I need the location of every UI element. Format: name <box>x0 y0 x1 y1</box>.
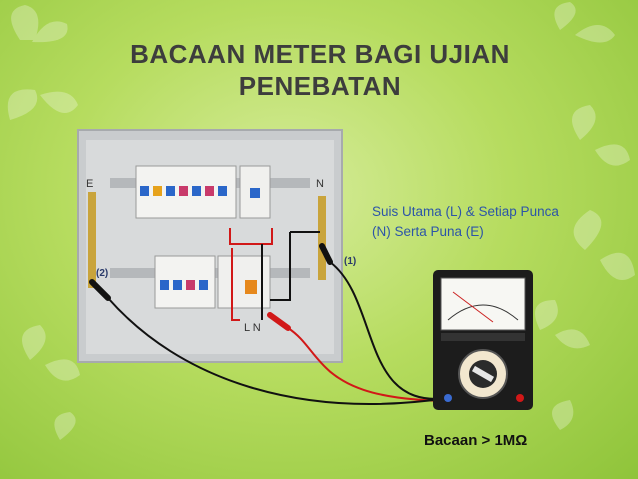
top-breaker-row <box>135 165 271 219</box>
note-line-2: (N) Serta Puna (E) <box>372 224 484 239</box>
line-neutral-label: L N <box>244 322 261 334</box>
black-probe-1 <box>319 243 333 265</box>
neutral-busbar <box>318 196 326 280</box>
analog-multimeter <box>433 270 533 410</box>
probe-2-label: (2) <box>96 268 109 279</box>
note-line-1: Suis Utama (L) & Setiap Punca <box>372 204 559 219</box>
title-line-2: PENEBATAN <box>238 71 402 101</box>
title-line-1: BACAAN METER BAGI UJIAN <box>130 39 510 69</box>
earth-busbar <box>88 192 96 288</box>
earth-label: E <box>86 178 94 190</box>
reading-label: Bacaan > 1MΩ <box>424 432 528 449</box>
bottom-breaker-row <box>154 255 271 309</box>
black-lead-2 <box>107 297 449 405</box>
neutral-label: N <box>316 178 324 190</box>
instruction-note: Suis Utama (L) & Setiap Punca (N) Serta … <box>372 202 612 242</box>
red-probe <box>267 312 291 331</box>
black-probe-2 <box>89 279 111 301</box>
black-lead-1 <box>329 261 449 400</box>
slide-title: BACAAN METER BAGI UJIAN PENEBATAN <box>100 38 540 102</box>
probe-1-label: (1) <box>344 256 357 267</box>
